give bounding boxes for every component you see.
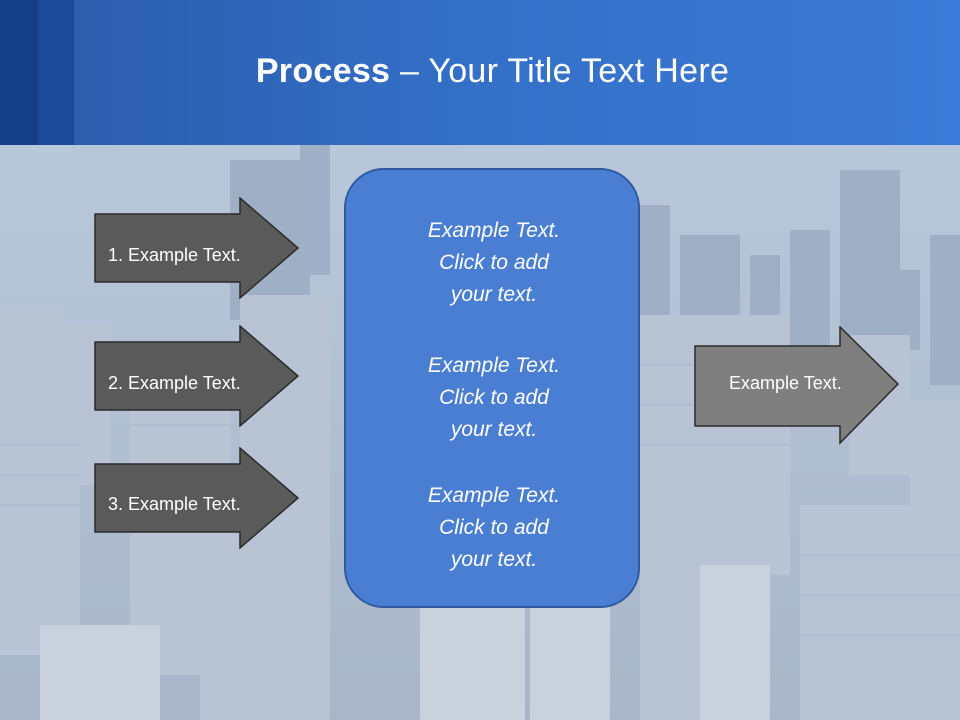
process-arrow-1[interactable]: [94, 197, 300, 299]
center-text-line: Example Text.: [427, 219, 561, 242]
slide-title[interactable]: Process – Your Title Text Here: [0, 52, 960, 91]
result-arrow-label: Example Text.: [729, 373, 842, 393]
title-bar: Process – Your Title Text Here: [0, 0, 960, 145]
result-arrow[interactable]: [694, 326, 900, 446]
center-text-line: Click to add: [439, 516, 549, 539]
process-arrow-3-label: 3. Example Text.: [108, 494, 241, 514]
center-text-line: your text.: [450, 283, 538, 306]
slide-title-bold: Process: [255, 52, 391, 90]
process-arrow-3[interactable]: [94, 447, 300, 549]
center-text-block-2: Example Text. Click to add your text.: [346, 350, 642, 446]
center-text-line: Click to add: [439, 386, 549, 409]
process-arrow-1-label: 1. Example Text.: [108, 245, 241, 265]
center-text-block-1: Example Text. Click to add your text.: [346, 215, 642, 311]
center-text-line: your text.: [450, 548, 538, 571]
header-accent-stripe: [38, 0, 74, 145]
center-text-line: Example Text.: [427, 354, 561, 377]
process-arrow-2-label: 2. Example Text.: [108, 373, 241, 393]
center-text-line: Click to add: [439, 251, 549, 274]
center-text-line: your text.: [450, 418, 538, 441]
header-accent-stripe: [0, 0, 38, 145]
process-arrow-2[interactable]: [94, 325, 300, 427]
center-text-block-3: Example Text. Click to add your text.: [346, 480, 642, 576]
center-text-line: Example Text.: [427, 484, 561, 507]
slide-title-rest: – Your Title Text Here: [390, 52, 730, 90]
center-content-box[interactable]: Example Text. Click to add your text. Ex…: [344, 168, 640, 608]
